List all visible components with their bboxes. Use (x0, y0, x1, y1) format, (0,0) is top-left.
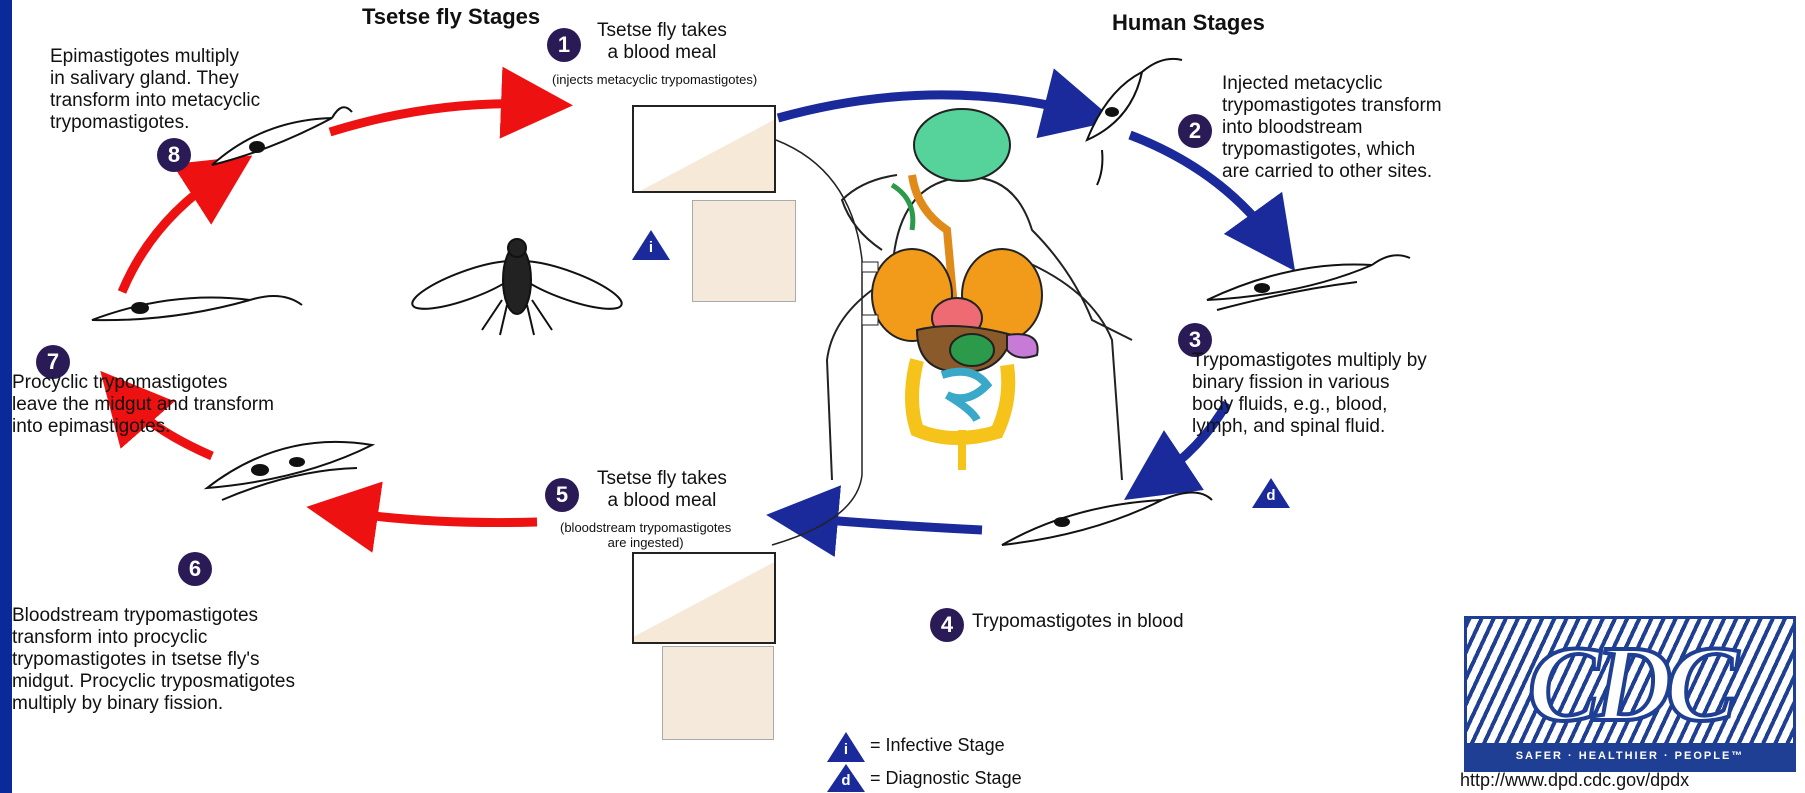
stage-6-text: Bloodstream trypomastigotes transform in… (12, 605, 295, 715)
trypanosome-stage-2 (1087, 59, 1182, 185)
human-stages-header: Human Stages (1112, 10, 1265, 36)
arrow-5-to-6 (342, 512, 537, 523)
stage-5-micrograph (662, 646, 774, 740)
cdc-tagline: SAFER · HEALTHIER · PEOPLE™ (1467, 743, 1793, 769)
stage-2-text: Injected metacyclic trypomastigotes tran… (1222, 73, 1442, 183)
stage-6-badge: 6 (178, 552, 212, 586)
stage-1-fly-bite-box (632, 105, 776, 193)
arrow-8-to-1 (330, 104, 537, 132)
trypanosome-stage-7 (92, 296, 302, 320)
infective-stage-icon: i (632, 230, 670, 260)
legend-infective-label: = Infective Stage (870, 735, 1005, 756)
stage-8-badge: 8 (157, 138, 191, 172)
stage-1-badge: 1 (547, 28, 581, 62)
source-url[interactable]: http://www.dpd.cdc.gov/dpdx (1460, 770, 1689, 791)
arrow-7-to-8 (122, 175, 222, 292)
stage-1-micrograph (692, 200, 796, 302)
tsetse-fly-drawing (408, 239, 627, 335)
trypanosome-stage-4 (1002, 493, 1212, 546)
stage-5-badge: 5 (545, 478, 579, 512)
trypanosome-stage-6 (207, 442, 372, 500)
lifecycle-diagram: Tsetse fly Stages Human Stages 1 Tsetse … (12, 0, 1805, 793)
stage-1-title: Tsetse fly takes a blood meal (597, 20, 727, 64)
legend-diagnostic-icon: d (827, 764, 865, 793)
stage-5-fly-bite-box (632, 552, 776, 644)
arrow-1-to-2 (778, 95, 1080, 118)
stage-5-title: Tsetse fly takes a blood meal (597, 468, 727, 512)
stage-4-badge: 4 (930, 608, 964, 642)
legend-infective-icon: i (827, 732, 865, 762)
diagnostic-stage-icon: d (1252, 478, 1290, 508)
stage-3-text: Trypomastigotes multiply by binary fissi… (1192, 350, 1427, 438)
tsetse-stages-header: Tsetse fly Stages (362, 4, 540, 30)
trypanosome-stage-3 (1207, 255, 1410, 310)
cdc-logo: CDC SAFER · HEALTHIER · PEOPLE™ (1464, 616, 1796, 772)
stage-8-text: Epimastigotes multiply in salivary gland… (50, 46, 260, 134)
human-body-drawing (827, 109, 1132, 480)
stage-7-text: Procyclic trypomastigotes leave the midg… (12, 372, 274, 438)
stage-2-badge: 2 (1178, 114, 1212, 148)
legend-diagnostic-label: = Diagnostic Stage (870, 768, 1022, 789)
stage-5-note: (bloodstream trypomastigotes are ingeste… (560, 520, 731, 550)
stage-1-note: (injects metacyclic trypomastigotes) (552, 72, 757, 87)
stage-4-text: Trypomastigotes in blood (972, 611, 1184, 633)
